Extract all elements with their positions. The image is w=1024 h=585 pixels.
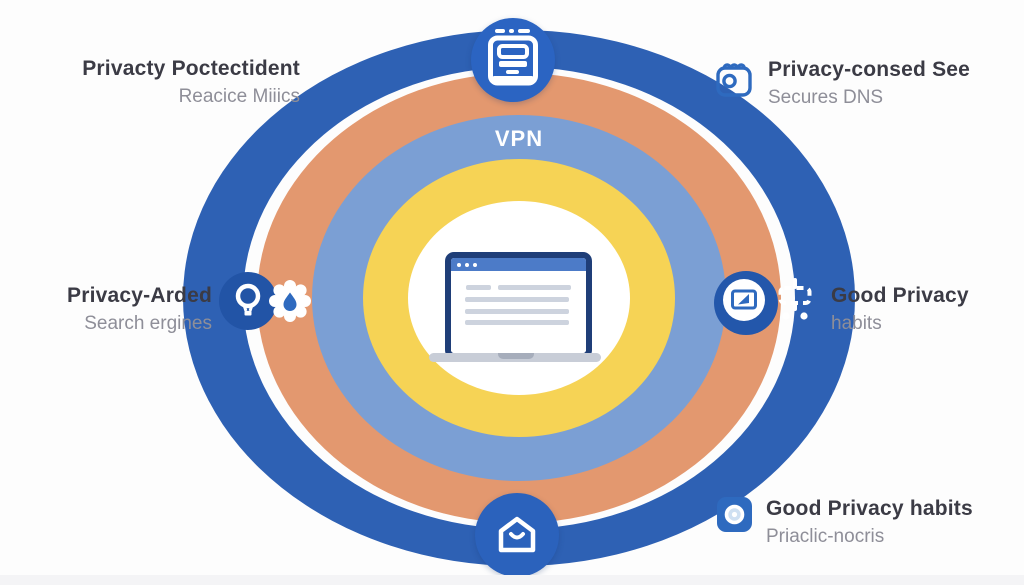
bottom-badge xyxy=(475,493,559,577)
laptop-illustration xyxy=(445,252,592,359)
mail-icon xyxy=(498,516,536,553)
label-subtitle: habits xyxy=(831,312,882,334)
label-title: Privacty Poctectident xyxy=(82,57,300,80)
balloon-icon xyxy=(235,283,261,316)
label-bottom-right: Good Privacy habits Priaclic-nocris xyxy=(766,496,973,548)
label-title: Good Privacy habits xyxy=(766,497,973,520)
label-subtitle: Priaclic-nocris xyxy=(766,525,885,547)
screen-share-disc xyxy=(723,279,765,321)
bottom-edge-strip xyxy=(0,575,1024,585)
label-subtitle: Reacice Miiics xyxy=(178,85,300,107)
screen-share-icon xyxy=(731,289,757,310)
label-top-right: Privacy-consed See Secures DNS xyxy=(768,57,970,109)
signpost-icon xyxy=(776,278,814,324)
gear-drop-icon xyxy=(267,278,313,324)
label-top-left: Privacty Poctectident Reacice Miiics xyxy=(82,56,300,108)
label-mid-right: Good Privacy habits xyxy=(831,283,969,335)
laptop-base xyxy=(429,353,601,362)
laptop-titlebar xyxy=(451,258,586,271)
laptop-notch xyxy=(498,353,534,359)
left-badge xyxy=(219,272,277,330)
label-title: Privacy-Arded xyxy=(67,284,212,307)
top-badge xyxy=(471,18,555,102)
notebook-icon xyxy=(488,29,538,86)
vpn-ring-label: VPN xyxy=(494,126,544,151)
window-dot-icon xyxy=(457,262,461,267)
label-mid-left: Privacy-Arded Search ergines xyxy=(67,283,212,335)
window-dot-icon xyxy=(465,262,469,267)
label-title: Privacy-consed See xyxy=(768,58,971,81)
laptop-page-content xyxy=(451,271,586,353)
label-title: Good Privacy xyxy=(831,284,969,307)
notepad-camera-icon xyxy=(713,58,755,100)
label-subtitle: Search ergines xyxy=(84,312,212,334)
window-dot-icon xyxy=(473,262,477,267)
right-badge xyxy=(714,271,778,335)
label-subtitle: Secures DNS xyxy=(768,86,884,108)
camera-badge-icon xyxy=(717,497,752,532)
